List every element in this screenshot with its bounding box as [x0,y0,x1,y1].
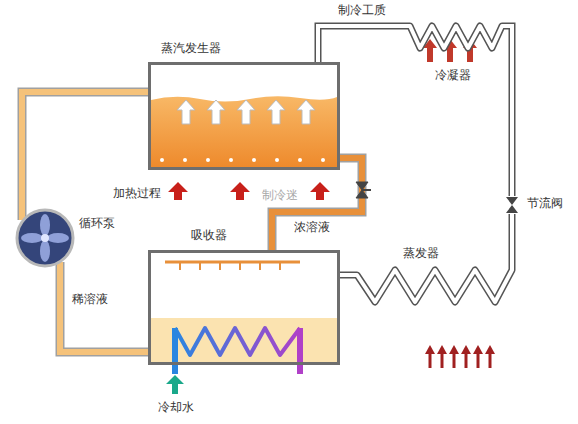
pipe-wall [60,262,148,352]
pipe-wall [318,26,398,62]
node-label: 蒸发器 [403,246,439,261]
pipe-wall [340,272,345,279]
pipe-connector [60,262,148,352]
bubbles [160,158,325,162]
pipe-connector [22,92,148,220]
pipe-core [340,273,345,277]
absorber-box: 吸收器 [148,250,340,365]
evaporator: 蒸发器 [345,240,514,312]
solution-valve [356,182,371,198]
generator-box: 蒸汽发生器 [148,62,340,170]
vapour-arrows [177,100,315,124]
pipe-wall [22,92,148,220]
pipe-core [60,262,148,352]
pipe-connector [510,26,512,196]
circulation-pump-shape [15,208,75,268]
pipe-core [272,158,362,250]
heat-arrows [168,182,330,200]
pipe-connector [512,214,513,240]
watermark: 制冷迷 [262,188,298,203]
generator-liquid [151,96,337,167]
process-label: 加热过程 [113,186,161,201]
pipe-core [510,26,512,196]
cooling-coil [175,328,300,355]
pipe-label: 制冷工质 [336,3,388,18]
throttle-valve-shape [503,196,521,214]
node-label: 冷凝器 [435,68,471,83]
pipe-label: 浓溶液 [292,220,332,235]
circulation-pump: 循环泵 [15,208,75,268]
pipe-wall [510,26,512,196]
pipe-connector [340,275,345,276]
pipe-connector [272,158,362,250]
node-label: 吸收器 [191,228,227,243]
pipe-connector [318,26,398,62]
spray-drips [180,263,280,270]
pipe-core [510,214,514,240]
node-label: 循环泵 [79,216,115,231]
throttle-valve: 节流阀 [503,196,521,214]
node-label: 蒸汽发生器 [161,41,221,56]
cooling-arrow [166,375,184,394]
absorber-liquid [151,318,337,362]
pipe-wall [272,158,362,250]
condenser: 冷凝器 [398,18,510,88]
pipe-label: 稀溶液 [70,292,110,307]
evaporator-heat-arrows [425,345,495,368]
coolant-label: 冷却水 [158,400,194,415]
pipe-wall [509,214,516,240]
cooling-outlet [297,328,303,374]
node-label: 节流阀 [527,196,563,211]
pipe-core [22,92,148,220]
pipe-core [318,26,398,62]
